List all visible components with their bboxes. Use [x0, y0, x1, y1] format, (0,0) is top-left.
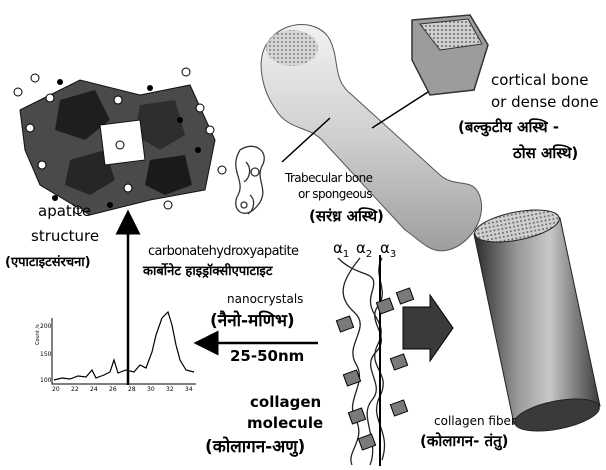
label-carbonate-hi: कार्बोनेट हाइड्रॉक्सीएपाटाइट [143, 265, 272, 279]
label-carbonate-en: carbonatehydroxyapatite [148, 245, 298, 259]
label-apatite-1: apatite [38, 203, 91, 220]
label-collagen-1: collagen [250, 394, 321, 411]
xrd-x-tick: 32 [166, 387, 174, 394]
xrd-x-tick: 22 [71, 387, 79, 394]
collagen-fiber-cylinder [472, 204, 602, 437]
xrd-y-tick: 100 [40, 378, 51, 385]
trabecular-bone-sketch [236, 146, 264, 214]
label-trabecular-2: or spongeous [298, 188, 372, 201]
xrd-x-tick: 20 [52, 387, 60, 394]
big-right-arrow [403, 295, 453, 361]
xrd-x-tick: 24 [90, 387, 98, 394]
label-nano-hindi: (नैनो-मणिभ) [210, 312, 295, 331]
xrd-x-tick: 30 [147, 387, 155, 394]
label-cortical-2: or dense done [491, 94, 599, 111]
label-alpha-3: α3 [380, 240, 396, 260]
label-nanocrystals: nanocrystals [227, 293, 303, 306]
xrd-y-tick: 200 [40, 324, 51, 331]
label-fiber-hindi: (कोलागन- तंतु) [420, 433, 509, 450]
label-collagen-hindi: (कोलागन-अणु) [205, 438, 305, 457]
label-apatite-2: structure [31, 228, 99, 245]
label-alpha-1: α1 [333, 240, 349, 260]
xrd-x-tick: 34 [185, 387, 193, 394]
label-cortical-1: cortical bone [491, 72, 588, 89]
label-trabecular-hindi: (सरंध्र अस्थि) [309, 208, 384, 225]
label-apatite-hindi: (एपाटाइटसंरचना) [5, 256, 91, 270]
xrd-x-tick: 26 [109, 387, 117, 394]
label-alpha-2: α2 [356, 240, 372, 260]
label-fiber-en: collagen fiber [434, 415, 516, 428]
cortical-bone-block [412, 15, 488, 95]
label-nano-size: 25-50nm [230, 348, 304, 365]
label-cortical-hindi-2: ठोस अस्थि) [513, 145, 578, 162]
label-collagen-2: molecule [247, 415, 323, 432]
label-cortical-hindi-1: (बल्कुटीय अस्थि - [458, 119, 559, 136]
xrd-y-tick: 150 [40, 352, 51, 359]
apatite-crystal-structure [14, 68, 226, 215]
label-trabecular-1: Trabecular bone [285, 172, 372, 185]
collagen-triple-helix [338, 255, 385, 466]
xrd-chart [52, 312, 196, 384]
xrd-x-tick: 28 [128, 387, 136, 394]
